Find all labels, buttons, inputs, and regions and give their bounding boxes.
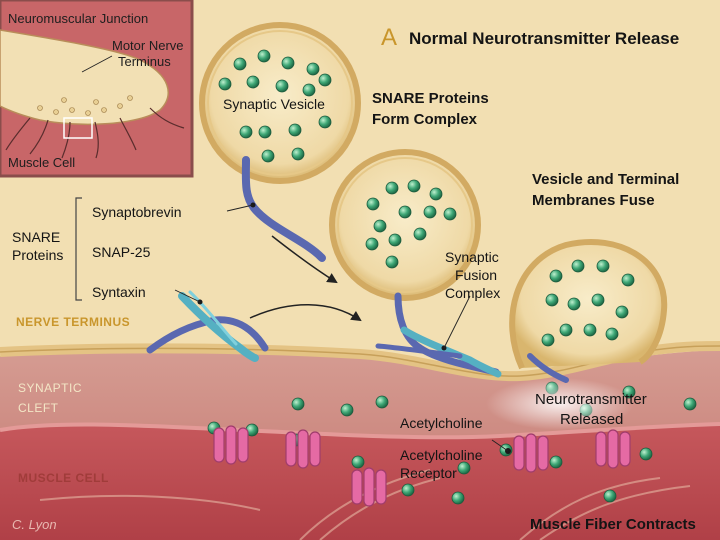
inset-title: Neuromuscular Junction bbox=[8, 11, 148, 26]
snare-complex-label-1: SNARE Proteins bbox=[372, 90, 489, 107]
snare-complex-fusing bbox=[527, 353, 569, 383]
inset-panel: Neuromuscular Junction Motor Nerve Termi… bbox=[0, 0, 194, 178]
zone-muscle-cell: MUSCLE CELL bbox=[18, 471, 109, 485]
inset-muscle-label: Muscle Cell bbox=[8, 155, 75, 170]
release-glow bbox=[486, 378, 634, 430]
muscle-membrane bbox=[0, 422, 720, 440]
zone-synaptic-cleft-2: CLEFT bbox=[18, 401, 59, 415]
fusion-complex-label-2: Fusion bbox=[455, 267, 497, 283]
neurotransmitter-molecules bbox=[207, 49, 697, 505]
snap25-label: SNAP-25 bbox=[92, 244, 151, 260]
ach-receptor-label-1: Acetylcholine bbox=[400, 447, 483, 463]
acetylcholine-receptors bbox=[213, 425, 631, 507]
fusion-complex-label-3: Complex bbox=[445, 285, 500, 301]
nt-released-label-2: Released bbox=[560, 411, 623, 428]
fusion-complex-label-1: Synaptic bbox=[445, 249, 499, 265]
snare-group-label-2: Proteins bbox=[12, 247, 63, 263]
diagram-title: Normal Neurotransmitter Release bbox=[409, 29, 679, 48]
sequence-arrow-1 bbox=[271, 235, 338, 284]
sequence-arrow-2 bbox=[249, 304, 362, 322]
snare-complex-label-2: Form Complex bbox=[372, 111, 478, 128]
muscle-fiber-contracts-label: Muscle Fiber Contracts bbox=[530, 516, 696, 533]
artist-signature: C. Lyon bbox=[12, 517, 57, 532]
synaptic-vesicle-2 bbox=[329, 149, 481, 301]
nt-released-label-1: Neurotransmitter bbox=[535, 391, 647, 408]
synaptobrevin-label: Synaptobrevin bbox=[92, 204, 182, 220]
syntaxin-label: Syntaxin bbox=[92, 284, 146, 300]
ach-receptor-label-2: Receptor bbox=[400, 465, 457, 481]
fusing-vesicle bbox=[509, 238, 668, 370]
inset-motor-label-2: Terminus bbox=[118, 54, 171, 69]
syntaxin-snap25-complex-free bbox=[146, 290, 269, 362]
membranes-fuse-label-1: Vesicle and Terminal bbox=[532, 171, 679, 188]
synaptic-vesicle-label: Synaptic Vesicle bbox=[223, 96, 325, 112]
zone-nerve-terminus: NERVE TERMINUS bbox=[16, 315, 130, 329]
inset-leader-motor bbox=[81, 55, 113, 73]
leader-lines bbox=[174, 204, 509, 452]
acetylcholine-label: Acetylcholine bbox=[400, 415, 483, 431]
inset-zoom-box bbox=[63, 117, 93, 139]
snare-complex-assembled bbox=[375, 292, 502, 378]
membranes-fuse-label-2: Membranes Fuse bbox=[532, 192, 655, 209]
panel-letter: A bbox=[381, 24, 397, 51]
zone-synaptic-cleft-1: SYNAPTIC bbox=[18, 381, 82, 395]
inset-motor-label-1: Motor Nerve bbox=[112, 38, 184, 53]
snare-bracket bbox=[75, 197, 82, 301]
snare-group-label-1: SNARE bbox=[12, 229, 60, 245]
